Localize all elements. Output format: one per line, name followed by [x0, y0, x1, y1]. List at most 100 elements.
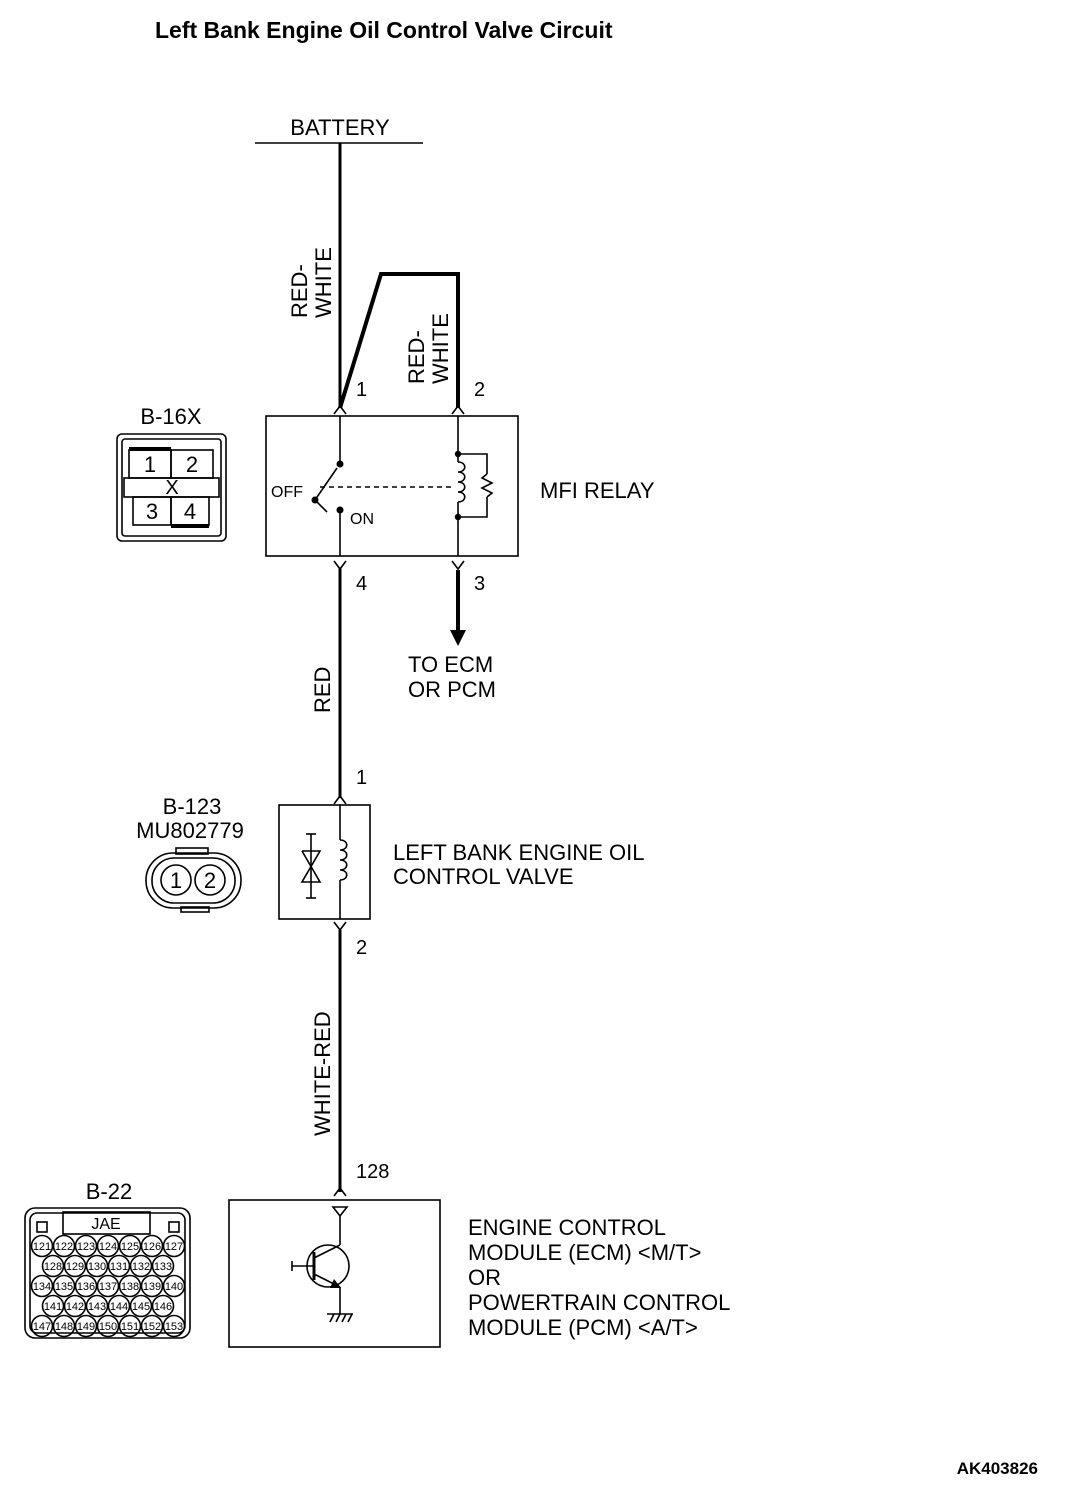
valve-pin-2: 2 — [356, 937, 367, 959]
b22-pin-label: 153 — [165, 1321, 183, 1333]
b22-pin-label: 148 — [55, 1321, 73, 1333]
b22-pin — [74, 1234, 98, 1258]
b22-maker: JAE — [91, 1216, 120, 1233]
b22-pin-label: 144 — [110, 1301, 128, 1313]
mfi-relay-box — [265, 415, 519, 557]
b16x-band — [123, 477, 220, 498]
ground-hatch — [335, 1313, 341, 1323]
b22-pin — [140, 1314, 164, 1338]
wire-color-red: RED — [310, 667, 335, 713]
pin-chevron — [451, 560, 465, 571]
wire-color-red-white-2: RED- WHITE — [404, 313, 453, 384]
b22-pin-label: 135 — [55, 1281, 73, 1293]
pin-chevron — [333, 1186, 347, 1197]
b22-pin-label: 134 — [33, 1281, 51, 1293]
b22-pin — [162, 1234, 186, 1258]
b22-pin — [96, 1314, 120, 1338]
pin-chevron — [333, 921, 347, 932]
relay-contact-off — [336, 460, 344, 468]
b123-latch — [180, 906, 210, 913]
b22-pin-label: 140 — [165, 1281, 183, 1293]
to-ecm-label-1: TO ECM — [408, 652, 493, 677]
b22-pin — [96, 1234, 120, 1258]
b22-pin-label: 143 — [88, 1301, 106, 1313]
svg-text:RED: RED — [310, 667, 335, 713]
b22-pin — [30, 1274, 54, 1298]
relay-switch-pivot-wire — [314, 499, 328, 513]
ecm-input-marker-icon — [331, 1206, 349, 1218]
b22-pin — [85, 1254, 109, 1278]
relay-pin-1: 1 — [356, 379, 367, 401]
b16x-cell-label: 2 — [186, 452, 198, 477]
ecm-label-4: POWERTRAIN CONTROL — [468, 1290, 730, 1315]
wire-branch-pin2 — [338, 272, 460, 409]
b22-pin — [162, 1314, 186, 1338]
b22-pin-label: 127 — [165, 1241, 183, 1253]
b22-pin — [41, 1254, 65, 1278]
b16x-connector-inner — [121, 438, 222, 537]
relay-pin-2: 2 — [474, 379, 485, 401]
b16x-center-mark: X — [165, 477, 178, 499]
ecm-pin-128: 128 — [356, 1161, 389, 1183]
b22-pin — [140, 1234, 164, 1258]
b123-connector — [145, 852, 242, 909]
b22-pin-label: 136 — [77, 1281, 95, 1293]
b22-pin — [74, 1274, 98, 1298]
b22-pin — [151, 1294, 175, 1318]
pin-chevron — [451, 404, 465, 415]
b22-pin — [118, 1234, 142, 1258]
to-ecm-label-2: OR PCM — [408, 677, 496, 702]
b16x-cell-label: 3 — [146, 499, 158, 524]
ecm-label-5: MODULE (PCM) <A/T> — [468, 1315, 698, 1340]
b22-pin-label: 133 — [154, 1261, 172, 1273]
relay-switch-blade — [314, 467, 338, 501]
b22-pin-label: 125 — [121, 1241, 139, 1253]
b22-pin — [162, 1274, 186, 1298]
relay-resistor-wire — [458, 497, 488, 518]
b22-pin-label: 147 — [33, 1321, 51, 1333]
b123-cell-label: 1 — [170, 868, 182, 893]
b123-connector-inner — [151, 857, 236, 904]
b123-cell-label: 2 — [204, 868, 216, 893]
b22-pin-label: 128 — [44, 1261, 62, 1273]
b123-label: B-123 — [163, 794, 222, 819]
b22-latch — [36, 1221, 48, 1233]
b16x-cell-label: 1 — [144, 452, 156, 477]
wire-color-line: WHITE — [428, 313, 453, 384]
b22-pin-label: 131 — [110, 1261, 128, 1273]
to-ecm-arrow-icon — [450, 630, 466, 646]
ecm-label-3: OR — [468, 1265, 501, 1290]
valve-pin-1: 1 — [356, 767, 367, 789]
b16x-label: B-16X — [140, 404, 201, 429]
b22-pin-label: 122 — [55, 1241, 73, 1253]
b22-pin — [107, 1254, 131, 1278]
pin-chevron — [333, 404, 347, 415]
b22-pin-label: 137 — [99, 1281, 117, 1293]
b123-part-number: MU802779 — [136, 818, 244, 843]
b22-pin-label: 142 — [66, 1301, 84, 1313]
b22-pin — [118, 1314, 142, 1338]
battery-label: BATTERY — [290, 115, 390, 140]
valve-label-2: CONTROL VALVE — [393, 864, 574, 889]
b22-pin — [63, 1254, 87, 1278]
b22-pin — [52, 1274, 76, 1298]
relay-resistor-icon — [480, 473, 494, 498]
b22-pin — [52, 1314, 76, 1338]
relay-resistor-wire — [458, 453, 488, 474]
relay-coil-icon — [457, 461, 466, 503]
transistor-emitter-arrow-icon — [330, 1279, 341, 1288]
ground-hatch — [329, 1313, 335, 1323]
b22-pin-label: 126 — [143, 1241, 161, 1253]
b22-pin-label: 151 — [121, 1321, 139, 1333]
b22-pin-label: 121 — [33, 1241, 51, 1253]
wire-color-red-white-1: RED- WHITE — [287, 247, 336, 318]
b22-pin-label: 138 — [121, 1281, 139, 1293]
relay-pin-3: 3 — [474, 573, 485, 595]
wire-color-white-red: WHITE-RED — [310, 1011, 335, 1136]
diagram-title: Left Bank Engine Oil Control Valve Circu… — [155, 17, 613, 43]
b22-pin — [85, 1294, 109, 1318]
b22-pin — [52, 1234, 76, 1258]
valve-coil-icon — [339, 839, 348, 881]
